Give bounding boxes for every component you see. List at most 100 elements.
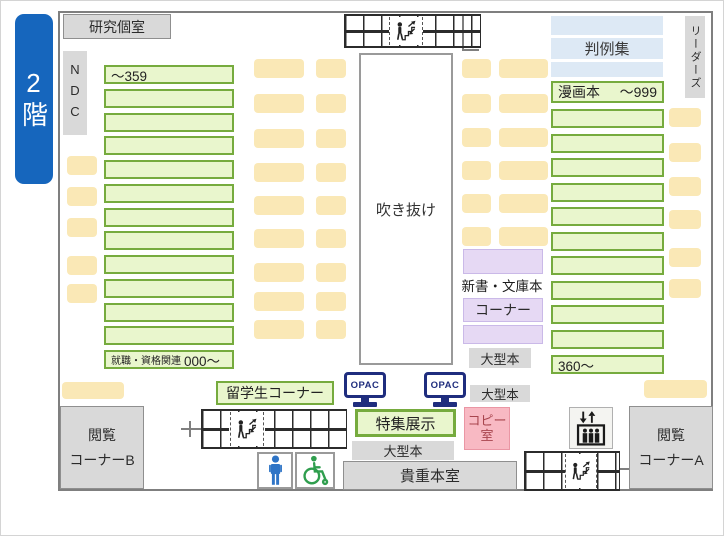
bookshelf	[104, 113, 234, 132]
bookshelf	[104, 231, 234, 250]
bookshelf	[104, 160, 234, 179]
shelf-subject-label: 漫画本	[558, 84, 600, 100]
stairwell-wall	[181, 428, 201, 430]
opac-screen: OPAC	[344, 372, 386, 398]
atrium: 吹き抜け	[359, 53, 453, 365]
reading-table	[499, 194, 548, 213]
reading-table	[316, 129, 346, 148]
reading-table	[254, 320, 304, 339]
stairwell-wall	[462, 49, 479, 51]
case-law-shelf	[551, 62, 663, 77]
bookshelf	[551, 256, 664, 275]
bookshelf	[104, 136, 234, 155]
reading-table	[316, 229, 346, 248]
stairs-line	[202, 427, 230, 431]
reading-table	[62, 382, 124, 399]
reading-table	[462, 128, 491, 147]
reading-table	[499, 128, 548, 147]
bookshelf: 360～	[551, 355, 664, 374]
reading-corner-a-line2: コーナーA	[638, 451, 704, 468]
copy-room-label-line2: 室	[480, 427, 494, 443]
reading-corner-b: 閲覧 コーナーB	[60, 406, 144, 489]
floor-badge: 2階	[15, 14, 53, 184]
bookshelf	[104, 279, 234, 298]
reading-table	[254, 94, 304, 113]
bookshelf	[551, 207, 664, 226]
paperback-shelf	[463, 325, 543, 344]
stairs-north	[344, 14, 481, 48]
large-books-label: 大型本	[470, 385, 530, 402]
reading-table	[462, 94, 491, 113]
reading-corner-b-line1: 閲覧	[88, 427, 116, 443]
reading-table	[254, 229, 304, 248]
paperback-corner-label2: コーナー	[463, 298, 543, 322]
opac-terminal: OPAC	[344, 372, 386, 407]
bookshelf	[551, 158, 664, 177]
reading-table	[254, 263, 304, 282]
shelf-range-label: 360～	[558, 358, 595, 374]
large-books-label: 大型本	[469, 348, 531, 368]
reading-table	[316, 163, 346, 182]
stairs-line	[345, 29, 391, 33]
mens-restroom-icon	[257, 452, 293, 489]
reading-table	[669, 177, 701, 196]
reading-table	[67, 284, 97, 303]
reading-table	[67, 218, 97, 237]
copy-room-label-line1: コピー	[467, 412, 507, 428]
shelf-range-label: 000～	[184, 353, 221, 369]
ndc-label: NDC	[63, 51, 87, 135]
research-room-label: 研究個室	[63, 14, 171, 39]
opac-base	[433, 402, 457, 407]
reading-table	[316, 94, 346, 113]
reading-table	[499, 59, 548, 78]
reading-table	[254, 292, 304, 311]
reading-table	[316, 263, 346, 282]
case-law-shelf-label: 判例集	[551, 38, 663, 59]
stairs-icon	[229, 412, 264, 446]
reading-table	[67, 187, 97, 206]
opac-stand	[361, 398, 369, 402]
shelf-subject-label: 就職・資格関連	[111, 356, 181, 367]
bookshelf	[551, 281, 664, 300]
bookshelf: ～359	[104, 65, 234, 84]
reading-corner-a: 閲覧 コーナーA	[629, 406, 713, 489]
stairs-southeast	[524, 451, 620, 491]
stairs-icon	[565, 454, 598, 488]
bookshelf	[551, 330, 664, 349]
case-law-shelf	[551, 16, 663, 35]
bookshelf	[551, 232, 664, 251]
bookshelf	[104, 184, 234, 203]
copy-room: コピー 室	[464, 407, 510, 450]
opac-screen: OPAC	[424, 372, 466, 398]
stairs-icon	[388, 17, 423, 45]
reading-table	[499, 161, 548, 180]
bookshelf	[104, 303, 234, 322]
reading-corner-a-line1: 閲覧	[657, 427, 685, 443]
elevator-icon	[569, 407, 613, 449]
stairs-line	[265, 427, 346, 431]
bookshelf: 漫画本～999	[551, 81, 664, 103]
bookshelf	[551, 134, 664, 153]
reading-table	[67, 156, 97, 175]
reading-table	[669, 143, 701, 162]
reading-table	[316, 292, 346, 311]
reading-table	[67, 256, 97, 275]
stairs-southwest	[201, 409, 347, 449]
intl-students-corner-label: 留学生コーナー	[216, 381, 334, 405]
rare-books-room-label: 貴重本室	[343, 461, 517, 490]
paperback-corner-label: 新書・文庫本	[461, 279, 543, 294]
reading-table	[499, 227, 548, 246]
reading-table	[669, 248, 701, 267]
large-books-label: 大型本	[352, 441, 454, 460]
stairs-line	[421, 29, 480, 33]
reading-table	[254, 59, 304, 78]
stairwell-wall	[620, 468, 629, 470]
reading-table	[462, 194, 491, 213]
reading-table	[462, 161, 491, 180]
stairwell-wall	[189, 421, 191, 437]
accessible-restroom-icon	[295, 452, 335, 489]
reading-table	[254, 129, 304, 148]
bookshelf	[104, 326, 234, 345]
reading-table	[316, 196, 346, 215]
